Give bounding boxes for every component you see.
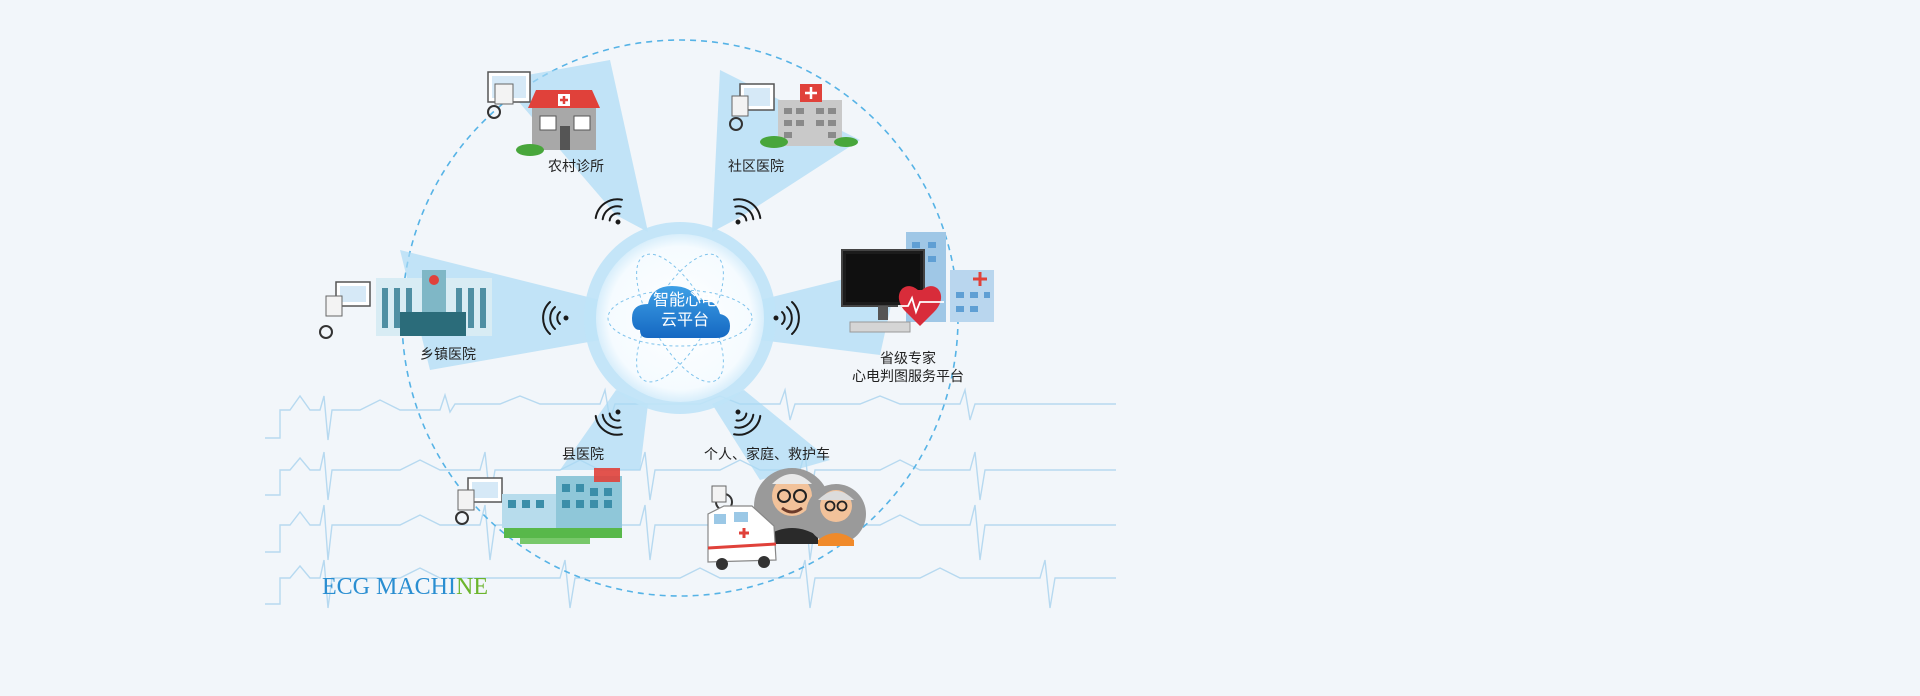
provincial-platform-illustration — [841, 232, 994, 333]
cloud-icon — [632, 286, 730, 338]
label-rural-clinic: 农村诊所 — [548, 159, 604, 175]
label-community-hospital: 社区医院 — [728, 159, 784, 175]
label-provincial-line1: 省级专家 — [880, 351, 936, 367]
wifi-icon-township — [542, 301, 569, 335]
signal-icons — [542, 198, 800, 436]
ray-community — [712, 70, 860, 232]
cloud-platform-line1: 智能心电 — [652, 290, 717, 309]
personal-family-illustration — [707, 468, 866, 570]
brand-text-main: ECG MACHI — [322, 574, 457, 600]
brand-text-accent: NE — [456, 574, 489, 600]
label-personal-family-ambulance: 个人、家庭、救护车 — [704, 447, 830, 463]
ecg-machine-brand: ECG MACHINE — [322, 574, 488, 601]
township-hospital-illustration — [319, 270, 492, 339]
county-hospital-illustration — [455, 468, 622, 544]
wifi-icon-county — [594, 409, 623, 436]
label-provincial-platform: 省级专家 心电判图服务平台 — [852, 350, 964, 386]
wifi-icon-rural — [594, 198, 623, 225]
wifi-icon-community — [733, 198, 762, 225]
label-provincial-line2: 心电判图服务平台 — [852, 369, 964, 385]
rural-clinic-illustration — [487, 71, 600, 156]
wifi-icon-personal — [733, 409, 762, 436]
ray-personal — [712, 390, 830, 480]
ambulance-icon — [707, 505, 777, 570]
cloud-platform-title: 智能心电 云平台 — [640, 290, 730, 330]
cloud-platform-line2: 云平台 — [660, 310, 709, 329]
label-township-hospital: 乡镇医院 — [420, 347, 476, 363]
heart-icon — [898, 286, 942, 326]
wifi-icon-provincial — [773, 301, 800, 335]
label-county-hospital: 县医院 — [562, 447, 604, 463]
community-hospital-illustration — [729, 83, 858, 148]
